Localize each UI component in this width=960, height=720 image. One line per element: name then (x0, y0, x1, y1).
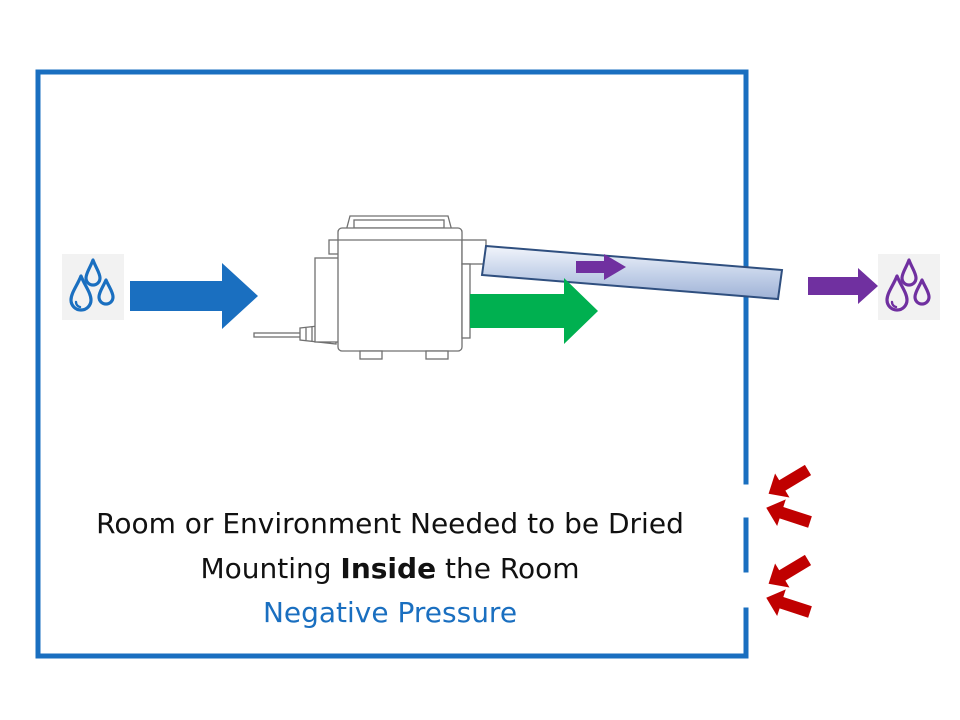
room-border (35, 69, 749, 659)
mounting-caption-prefix: Mounting (200, 552, 341, 585)
duct-air-arrow (576, 254, 626, 280)
air-infiltration-arrow (766, 589, 812, 618)
dry-air-output-arrow (470, 278, 598, 344)
mounting-caption-suffix: the Room (436, 552, 580, 585)
mounting-caption: Mounting Inside the Room (40, 555, 740, 583)
mounting-caption-emphasis: Inside (340, 552, 437, 585)
dehumidifier-unit-icon (253, 215, 487, 360)
air-infiltration-arrow (768, 464, 812, 498)
air-infiltration-arrow (768, 554, 812, 588)
water-drops-icon (62, 254, 124, 320)
room-caption: Room or Environment Needed to be Dried (96, 507, 684, 540)
air-infiltration-arrow (766, 499, 812, 528)
pressure-caption: Negative Pressure (262, 596, 518, 629)
moist-air-exhaust-arrow (808, 268, 878, 304)
humid-air-intake-arrow (130, 263, 258, 329)
water-drops-icon (878, 254, 940, 320)
exhaust-duct (480, 244, 784, 301)
